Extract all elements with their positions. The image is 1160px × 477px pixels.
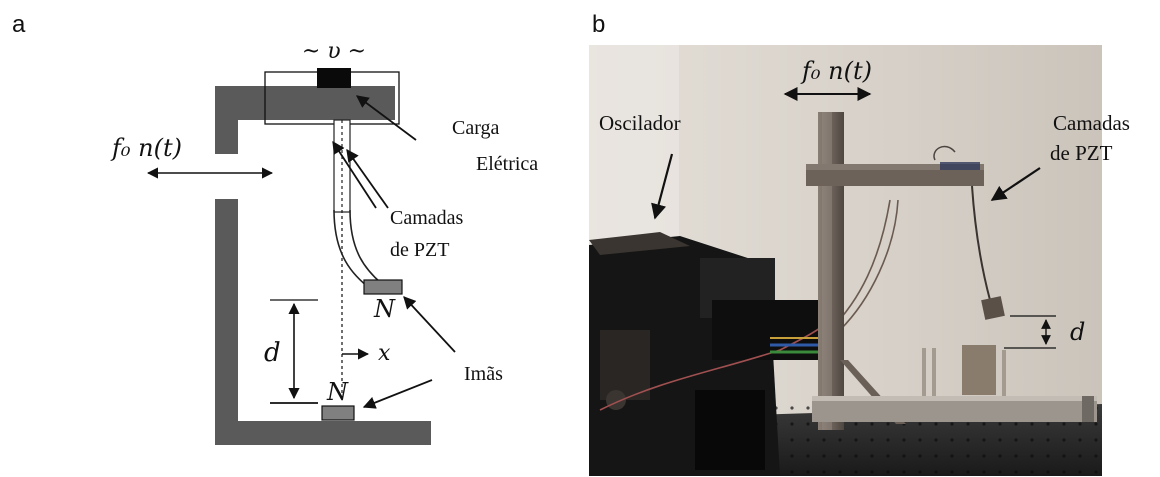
label-camadas-1: Camadas — [390, 207, 464, 229]
d-label: d — [264, 338, 281, 368]
pole-top-label: N — [373, 295, 396, 323]
label-carga-2: Elétrica — [476, 153, 538, 175]
panel-a-schematic: a ~ υ ~ N N d x — [12, 11, 538, 445]
label-camadas-b-1: Camadas — [1053, 111, 1130, 135]
x-label: x — [378, 341, 391, 366]
callout-imas-top — [403, 296, 456, 353]
pzt-beam-photo — [971, 185, 991, 301]
callout-camadas-b — [990, 167, 1041, 201]
voltage-label: ~ υ ~ — [302, 39, 366, 64]
tip-magnet — [363, 279, 403, 295]
tip-magnet-photo — [981, 296, 1005, 320]
pole-bottom-label: N — [326, 378, 349, 406]
base-magnet — [321, 405, 355, 421]
label-imas: Imãs — [464, 363, 503, 385]
callout-camadas-2 — [346, 148, 389, 209]
label-camadas-2: de PZT — [390, 239, 449, 261]
label-carga-1: Carga — [452, 117, 500, 139]
panel-b-photo: b — [589, 11, 1130, 476]
force-label-a: f₀ n(t) — [110, 134, 182, 162]
base-magnet-stand — [962, 345, 996, 395]
panel-b-letter: b — [592, 11, 605, 38]
callout-carga — [355, 95, 417, 141]
force-label-b: f₀ n(t) — [800, 57, 872, 85]
callout-oscilador — [651, 153, 674, 220]
d-label-b: d — [1070, 318, 1085, 346]
panel-a-letter: a — [12, 11, 26, 38]
callout-camadas-1 — [332, 140, 377, 209]
load-element — [317, 68, 351, 88]
frame — [215, 86, 431, 445]
label-oscilador: Oscilador — [599, 111, 681, 135]
callout-imas-bottom — [362, 379, 433, 409]
label-camadas-b-2: de PZT — [1050, 141, 1113, 165]
